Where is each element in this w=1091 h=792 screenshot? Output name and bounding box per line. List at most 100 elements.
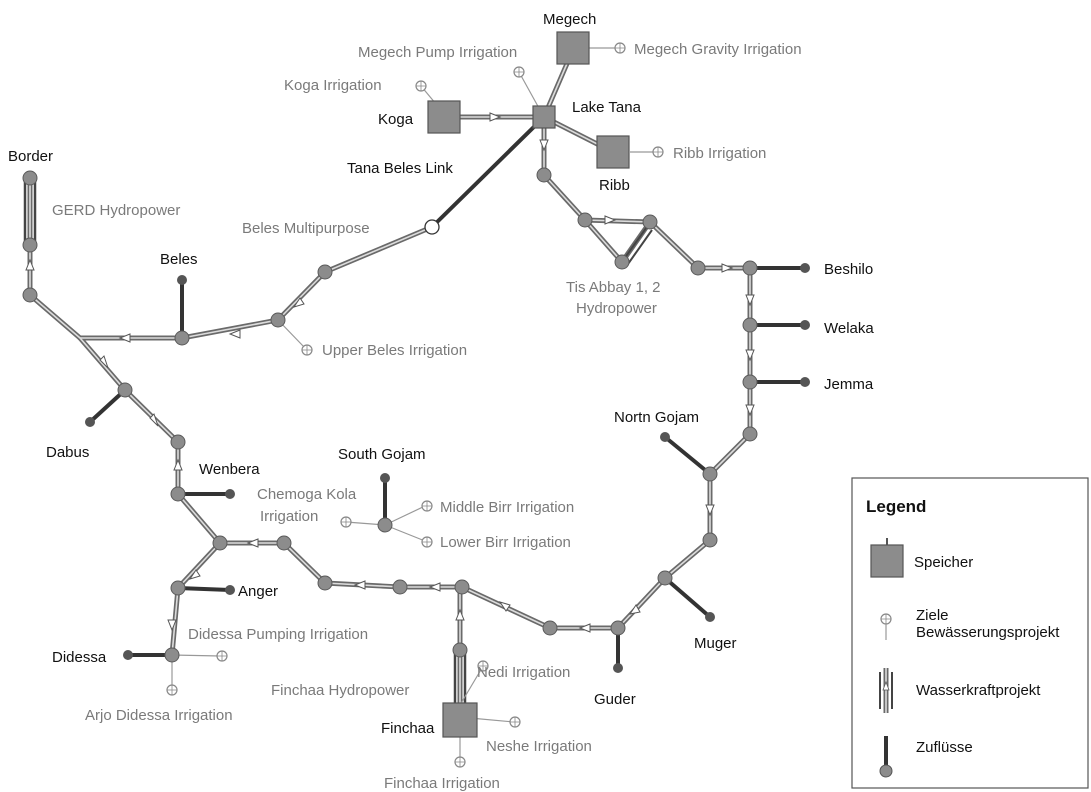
label-border: Border [8, 148, 53, 165]
legend-tributary-label: Zuflüsse [916, 739, 973, 756]
label-tis-abbay-2: Hydropower [576, 300, 657, 317]
river-node [170, 580, 186, 596]
lower-birr-irrigation-icon [421, 536, 433, 548]
river-node [392, 579, 408, 595]
label-nedi-irrigation: Nedi Irrigation [477, 664, 570, 681]
river-node [690, 260, 706, 276]
tributaries [88, 266, 807, 670]
label-muger: Muger [694, 635, 737, 652]
jemma-inflow-end [800, 377, 810, 387]
label-ribb-irrigation: Ribb Irrigation [673, 145, 766, 162]
label-beles-multipurpose: Beles Multipurpose [242, 220, 370, 237]
demand-links [171, 47, 657, 760]
label-lower-birr-irrigation: Lower Birr Irrigation [440, 534, 571, 551]
flow-arrows [25, 112, 755, 633]
river-node [610, 620, 626, 636]
didessa-pumping-irrigation-icon [216, 650, 228, 662]
anger-inflow-end [225, 585, 235, 595]
didessa-inflow-end [123, 650, 133, 660]
label-megech: Megech [543, 11, 596, 28]
river-node [742, 260, 758, 276]
river-node [452, 642, 468, 658]
tana-beles-link [430, 115, 546, 229]
legend-box [851, 477, 1089, 789]
label-gerd-hydropower: GERD Hydropower [52, 202, 180, 219]
river-node [577, 212, 593, 228]
label-tis-abbay-1: Tis Abbay 1, 2 [566, 279, 661, 296]
river-node [642, 214, 658, 230]
ribb-reservoir [596, 135, 630, 169]
chemoga-kola-irrigation-icon [340, 516, 352, 528]
legend-title: Legend [866, 497, 926, 516]
legend-hydropower-icon [879, 668, 893, 713]
welaka-inflow-end [800, 320, 810, 330]
river-node [742, 426, 758, 442]
border-node-top [22, 170, 38, 186]
legend-reservoir-label: Speicher [914, 554, 973, 571]
river-node [170, 486, 186, 502]
label-megech-pump-irrigation: Megech Pump Irrigation [358, 44, 517, 61]
label-beshilo: Beshilo [824, 261, 873, 278]
megech-reservoir [556, 31, 590, 65]
river-node [174, 330, 190, 346]
river-node [702, 532, 718, 548]
legend-tributary-icon [879, 736, 893, 778]
muger-inflow-end [705, 612, 715, 622]
beshilo-inflow-end [800, 263, 810, 273]
label-finchaa-irrigation: Finchaa Irrigation [384, 775, 500, 792]
label-tana-beles-link: Tana Beles Link [347, 160, 453, 177]
river-node [742, 374, 758, 390]
guder-inflow-end [613, 663, 623, 673]
river-node [170, 434, 186, 450]
label-jemma: Jemma [824, 376, 874, 393]
label-anger: Anger [238, 583, 278, 600]
river-nodes [22, 167, 758, 663]
label-didessa: Didessa [52, 649, 107, 666]
beles-multipurpose-node [424, 219, 440, 235]
nedi-irrigation-icon [477, 660, 489, 672]
finchaa-reservoir [442, 702, 478, 738]
river-node [614, 254, 630, 270]
legend-demand-label-2: Bewässerungsprojekt [916, 624, 1060, 641]
nortn-gojam-inflow-end [660, 432, 670, 442]
label-chemoga-kola-1: Chemoga Kola [257, 486, 357, 503]
legend-reservoir-icon [870, 538, 904, 578]
river-node [164, 647, 180, 663]
label-guder: Guder [594, 691, 636, 708]
label-megech-gravity-irrigation: Megech Gravity Irrigation [634, 41, 802, 58]
label-neshe-irrigation: Neshe Irrigation [486, 738, 592, 755]
river-node [377, 517, 393, 533]
neshe-irrigation-icon [509, 716, 521, 728]
label-middle-birr-irrigation: Middle Birr Irrigation [440, 499, 574, 516]
gerd-hydropower-link [23, 182, 37, 243]
label-didessa-pumping-irrigation: Didessa Pumping Irrigation [188, 626, 368, 643]
ribb-irrigation-icon [652, 146, 664, 158]
label-welaka: Welaka [824, 320, 874, 337]
koga-irrigation-icon [415, 80, 427, 92]
label-arjo-didessa-irrigation: Arjo Didessa Irrigation [85, 707, 233, 724]
label-lake-tana: Lake Tana [572, 99, 642, 116]
label-south-gojam: South Gojam [338, 446, 426, 463]
label-finchaa: Finchaa [381, 720, 435, 737]
finchaa-irrigation-icon [454, 756, 466, 768]
river-node [702, 466, 718, 482]
demand-sites [166, 42, 664, 768]
label-nortn-gojam: Nortn Gojam [614, 409, 699, 426]
label-koga-irrigation: Koga Irrigation [284, 77, 382, 94]
river-node [22, 287, 38, 303]
label-chemoga-kola-2: Irrigation [260, 508, 318, 525]
south-gojam-inflow-end [380, 473, 390, 483]
wenbera-inflow-end [225, 489, 235, 499]
label-finchaa-hydropower: Finchaa Hydropower [271, 682, 409, 699]
label-koga: Koga [378, 111, 414, 128]
dabus-inflow-end [85, 417, 95, 427]
river-node [317, 264, 333, 280]
koga-reservoir [427, 100, 461, 134]
river-node [317, 575, 333, 591]
river-node [270, 312, 286, 328]
label-upper-beles-irrigation: Upper Beles Irrigation [322, 342, 467, 359]
river-node [542, 620, 558, 636]
river-node [454, 579, 470, 595]
legend-hydropower-label: Wasserkraftprojekt [916, 682, 1041, 699]
